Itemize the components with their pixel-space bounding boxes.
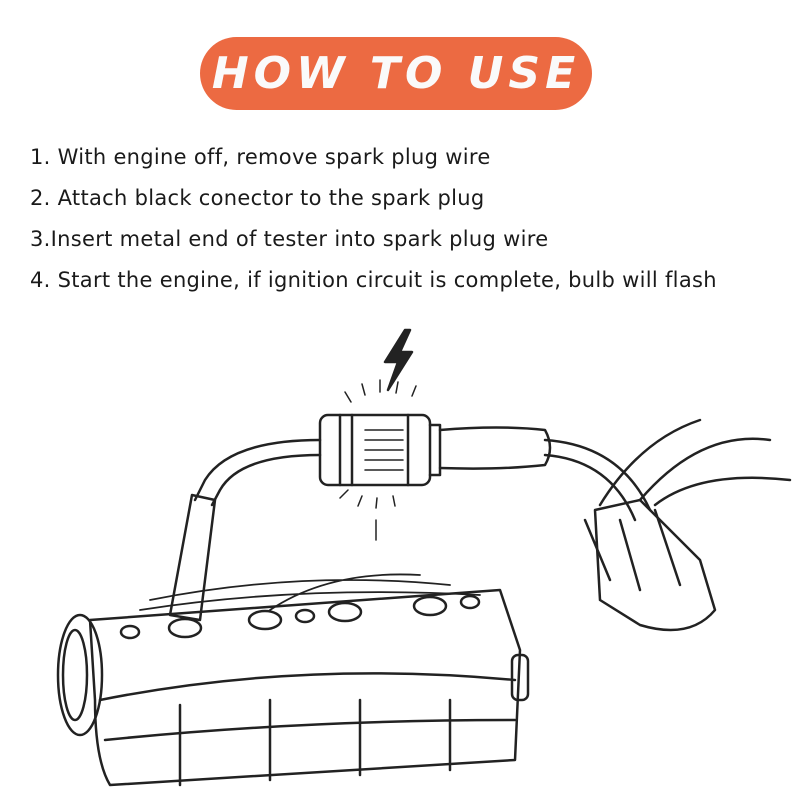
spark-tester (318, 413, 552, 487)
step-1: 1. With engine off, remove spark plug wi… (30, 145, 491, 169)
spark-plug-wire (168, 438, 652, 622)
spark-rays (339, 379, 417, 541)
step-2: 2. Attach black conector to the spark pl… (30, 186, 485, 210)
how-to-use-banner: HOW TO USE (200, 37, 592, 110)
banner-title: HOW TO USE (211, 48, 581, 99)
step-4: 4. Start the engine, if ignition circuit… (30, 268, 717, 292)
lightning-icon (383, 328, 414, 392)
distributor-cap (583, 418, 792, 632)
engine-block (56, 573, 530, 787)
step-3: 3.Insert metal end of tester into spark … (30, 227, 549, 251)
illustration (56, 328, 792, 787)
